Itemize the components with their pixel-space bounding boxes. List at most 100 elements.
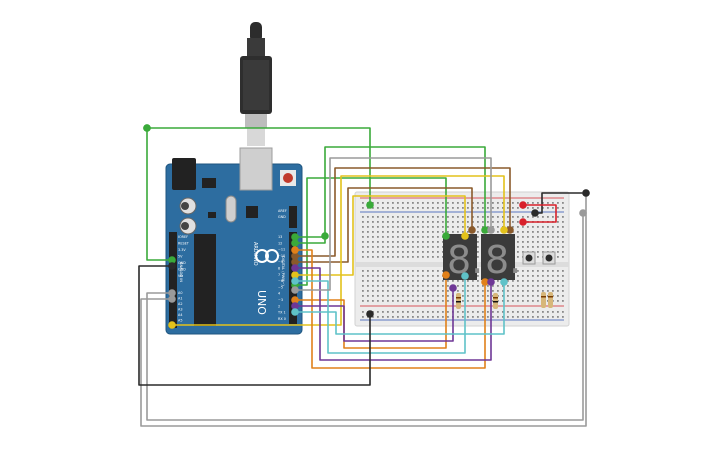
breadboard-hole xyxy=(392,221,394,223)
breadboard-hole xyxy=(447,316,449,318)
wire-endpoint[interactable] xyxy=(291,271,299,279)
wire-endpoint[interactable] xyxy=(291,233,299,241)
wire-endpoint[interactable] xyxy=(500,226,508,234)
push-button-1[interactable] xyxy=(522,251,536,265)
wire-endpoint[interactable] xyxy=(531,209,539,217)
wire-endpoint[interactable] xyxy=(291,286,299,294)
wire-brown[interactable] xyxy=(295,167,511,257)
breadboard-hole xyxy=(397,202,399,204)
wire-endpoint[interactable] xyxy=(519,201,527,209)
breadboard-hole xyxy=(402,316,404,318)
wire-endpoint[interactable] xyxy=(168,321,176,329)
wire-endpoints[interactable] xyxy=(143,124,590,329)
wire-endpoint[interactable] xyxy=(442,271,450,279)
breadboard-hole xyxy=(437,275,439,277)
wire-endpoint[interactable] xyxy=(168,262,176,270)
wire-cyan[interactable] xyxy=(295,276,466,354)
wire-endpoint[interactable] xyxy=(143,124,151,132)
breadboard-hole xyxy=(372,231,374,233)
breadboard-hole xyxy=(552,241,554,243)
breadboard-hole xyxy=(547,290,549,292)
wire-yellow[interactable] xyxy=(295,195,466,276)
wire-endpoint[interactable] xyxy=(449,284,457,292)
breadboard-hole xyxy=(362,290,364,292)
wire-grey[interactable] xyxy=(295,157,492,291)
breadboard-hole xyxy=(397,231,399,233)
wire-endpoint[interactable] xyxy=(582,189,590,197)
wire-yellow[interactable] xyxy=(172,175,505,326)
breadboard-hole xyxy=(427,251,429,253)
breadboard-hole xyxy=(417,295,419,297)
breadboard-hole xyxy=(442,251,444,253)
wire-endpoint[interactable] xyxy=(168,295,176,303)
wire-endpoint[interactable] xyxy=(291,264,299,272)
wire-endpoint[interactable] xyxy=(442,232,450,240)
wire-endpoint[interactable] xyxy=(487,278,495,286)
breadboard-hole xyxy=(557,300,559,302)
wire-green[interactable] xyxy=(295,177,447,286)
breadboard-hole xyxy=(537,290,539,292)
wire-endpoint[interactable] xyxy=(506,226,514,234)
breadboard-hole xyxy=(422,202,424,204)
wire-endpoint[interactable] xyxy=(519,218,527,226)
breadboard-hole xyxy=(372,280,374,282)
wire-green[interactable] xyxy=(147,127,371,205)
breadboard-hole xyxy=(512,280,514,282)
resistor-4[interactable] xyxy=(548,292,553,308)
breadboard-hole xyxy=(377,275,379,277)
wire-endpoint[interactable] xyxy=(500,278,508,286)
wire-endpoint[interactable] xyxy=(487,226,495,234)
breadboard-hole xyxy=(467,316,469,318)
seven-segment-display-right[interactable]: 8. xyxy=(481,234,521,282)
resistor-2[interactable] xyxy=(493,293,498,309)
breadboard-hole xyxy=(442,226,444,228)
breadboard-hole xyxy=(437,285,439,287)
breadboard-hole xyxy=(532,236,534,238)
wire-green[interactable] xyxy=(295,146,486,238)
wire-endpoint[interactable] xyxy=(321,232,329,240)
wire-endpoint[interactable] xyxy=(481,278,489,286)
wire-orange[interactable] xyxy=(295,249,486,369)
breadboard-hole xyxy=(392,236,394,238)
wire-grey[interactable] xyxy=(146,213,584,421)
wire-endpoint[interactable] xyxy=(468,226,476,234)
wire-endpoint[interactable] xyxy=(291,277,299,285)
wire-endpoint[interactable] xyxy=(291,239,299,247)
wire-grey[interactable] xyxy=(140,193,587,427)
wire-endpoint[interactable] xyxy=(481,226,489,234)
breadboard-hole xyxy=(502,311,504,313)
wire-endpoint[interactable] xyxy=(291,246,299,254)
breadboard-hole xyxy=(432,236,434,238)
wire-green[interactable] xyxy=(146,128,172,261)
breadboard-hole xyxy=(372,207,374,209)
wire-endpoint[interactable] xyxy=(291,258,299,266)
breadboard-hole xyxy=(442,295,444,297)
push-button-2[interactable] xyxy=(542,251,556,265)
breadboard-hole xyxy=(382,295,384,297)
breadboard-hole xyxy=(542,231,544,233)
breadboard-hole xyxy=(417,290,419,292)
wire-cyan[interactable] xyxy=(295,282,505,335)
breadboard-hole xyxy=(367,290,369,292)
wire-endpoint[interactable] xyxy=(366,201,374,209)
usb-cable[interactable] xyxy=(240,22,272,146)
wire-endpoint[interactable] xyxy=(366,310,374,318)
wire-endpoint[interactable] xyxy=(168,289,176,297)
wire-endpoint[interactable] xyxy=(461,272,469,280)
wire-red[interactable] xyxy=(523,204,557,223)
wire-endpoint[interactable] xyxy=(461,232,469,240)
wire-endpoint[interactable] xyxy=(291,296,299,304)
wire-endpoint[interactable] xyxy=(291,308,299,316)
resistor-1[interactable] xyxy=(456,293,461,309)
wire-black[interactable] xyxy=(138,265,371,386)
arduino-uno-board[interactable]: ARDUINO UNO ANALOG IN DIGITAL (PWM~) 131… xyxy=(165,147,303,335)
breadboard-hole xyxy=(557,256,559,258)
wire-endpoint[interactable] xyxy=(168,256,176,264)
breadboard-hole xyxy=(487,311,489,313)
breadboard-hole xyxy=(362,280,364,282)
wire-endpoint[interactable] xyxy=(579,209,587,217)
wire-endpoint[interactable] xyxy=(291,252,299,260)
wire-endpoint[interactable] xyxy=(291,302,299,310)
resistor-3[interactable] xyxy=(541,292,546,308)
